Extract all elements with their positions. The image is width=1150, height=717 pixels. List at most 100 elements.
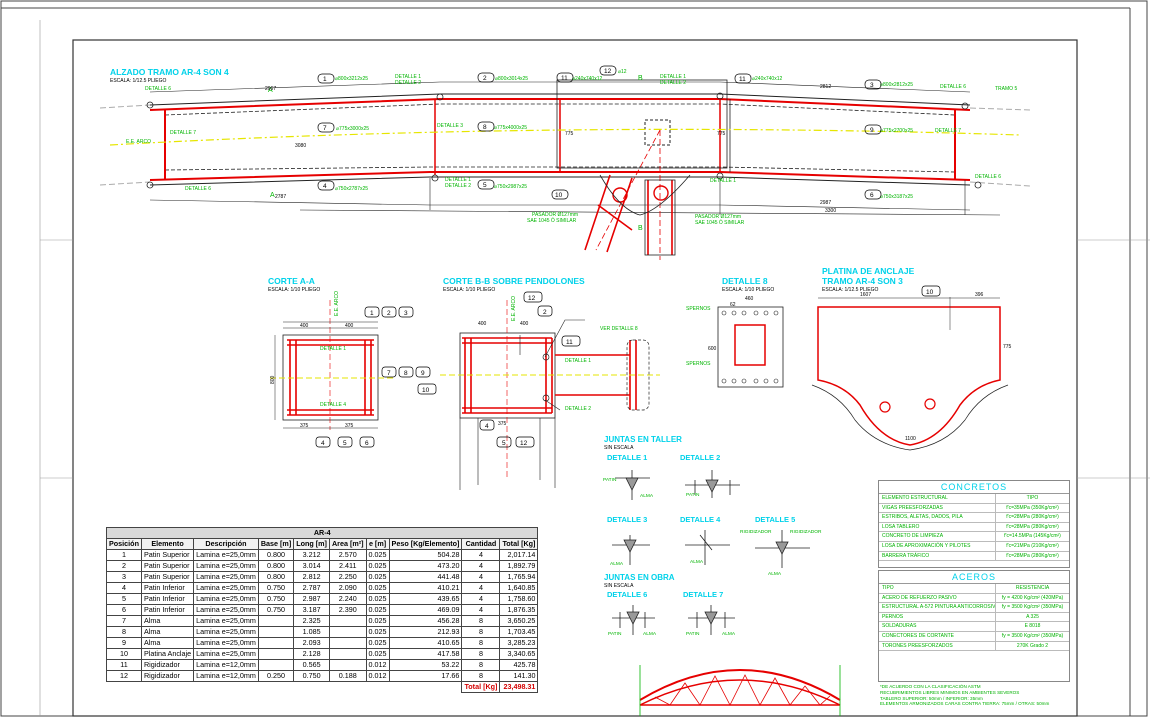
- svg-text:1100: 1100: [905, 436, 916, 442]
- cell-e: 0.025: [365, 604, 390, 616]
- cell-total: 2,017.14: [499, 549, 539, 561]
- concretos-value: TIPO: [1026, 495, 1039, 501]
- platina-hole-2: [924, 398, 936, 410]
- cell-area: [328, 637, 367, 649]
- cell-e: 0.025: [365, 648, 390, 660]
- center-stiffener: [556, 79, 728, 169]
- cell-elem: Patin Inferior: [140, 593, 195, 605]
- cell-peso: 212.93: [388, 626, 463, 638]
- header-descripcion: Descripción: [193, 538, 259, 550]
- cell-area: [328, 648, 367, 660]
- svg-text:10: 10: [422, 387, 430, 394]
- cell-long: 3.212: [293, 549, 330, 561]
- svg-text:9: 9: [870, 127, 874, 134]
- svg-text:775: 775: [1003, 344, 1012, 350]
- cell-total: 1,892.79: [499, 560, 539, 572]
- platina-callout: 10: [926, 289, 934, 296]
- cell-pos: 9: [106, 637, 142, 649]
- svg-text:1: 1: [323, 76, 327, 83]
- juntas-taller-title: JUNTAS EN TALLER: [604, 435, 682, 444]
- svg-text:6: 6: [365, 440, 369, 447]
- aceros-label: ESTRUCTURAL A-572 PINTURA ANTICORROSIVA …: [879, 603, 996, 612]
- cell-pos: 5: [106, 593, 142, 605]
- svg-text:1607: 1607: [860, 292, 871, 298]
- svg-text:400: 400: [520, 321, 529, 327]
- juntas-obra-sub: SIN ESCALA: [604, 583, 634, 589]
- svg-text:SAE 1045 Ó SIMILAR: SAE 1045 Ó SIMILAR: [527, 217, 577, 224]
- svg-text:RIGIDIZADOR: RIGIDIZADOR: [790, 529, 822, 535]
- bb-stiffener-right: [555, 340, 637, 410]
- cell-long: 1.085: [293, 626, 330, 638]
- cell-peso: 439.65: [388, 593, 463, 605]
- aceros-label: TIPO: [879, 584, 996, 593]
- svg-text:A: A: [270, 192, 275, 199]
- concretos-value: f'c=14.5MPa (145Kg/cm²): [1004, 533, 1061, 540]
- svg-text:2812: 2812: [820, 84, 831, 90]
- cell-long: 2.093: [293, 637, 330, 649]
- corte-aa-title: CORTE A-A: [268, 276, 315, 286]
- corte-bb-callouts: 12 2 11 5 12 4: [479, 291, 581, 448]
- svg-text:400: 400: [478, 321, 487, 327]
- svg-text:SPERNOS: SPERNOS: [686, 306, 711, 312]
- pendolones: [584, 129, 691, 260]
- svg-text:11: 11: [561, 75, 568, 82]
- weld-labels-taller: PATIN ALMA PATIN ALMA ALMA RIGIDIZADOR R…: [603, 477, 822, 577]
- juntas-detalle-3: DETALLE 3: [607, 515, 647, 524]
- svg-text:2787: 2787: [275, 194, 286, 200]
- juntas-detalle-2: DETALLE 2: [680, 453, 720, 462]
- platina-text: 1607 396 775 1100: [860, 292, 1012, 442]
- note-3: TABLERO SUPERIOR: 50mm / INFERIOR: 35mm: [880, 695, 983, 701]
- cell-pos: 12: [106, 670, 142, 682]
- cell-peso: 417.58: [388, 648, 463, 660]
- aceros-label: TORONES PREESFORZADOS: [879, 641, 996, 651]
- cell-desc: Lamina e=25,0mm: [193, 615, 259, 627]
- cell-total: 1,765.94: [499, 571, 539, 583]
- bb-circle-2: [542, 394, 550, 402]
- detalle-8-view: DETALLE 8 ESCALA: 1/10 PLIEGO 460 62 600…: [686, 276, 784, 388]
- header-area: Area [m²]: [328, 538, 367, 550]
- cell-elem: Alma: [140, 637, 195, 649]
- corte-bb-escala: ESCALA: 1/10 PLIEGO: [443, 287, 495, 293]
- svg-text:9: 9: [421, 370, 425, 377]
- concretos-label: LOSA DE APROXIMACIÓN Y PILOTES: [879, 541, 996, 551]
- svg-text:DETALLE 2: DETALLE 2: [565, 406, 591, 412]
- svg-text:775: 775: [717, 131, 726, 137]
- concretos-value: f'c=28MPa (280Kg/cm²): [1006, 523, 1059, 530]
- juntas-detalle-1: DETALLE 1: [607, 453, 647, 462]
- cell-peso: 53.22: [388, 659, 463, 671]
- svg-text:⌀775x2700x25: ⌀775x2700x25: [880, 128, 913, 134]
- svg-text:10: 10: [555, 192, 563, 199]
- cell-elem: Platina Anclaje: [140, 648, 195, 660]
- cell-long: 3.187: [293, 604, 330, 616]
- cell-cant: 8: [461, 659, 501, 671]
- svg-text:DETALLE 6: DETALLE 6: [185, 186, 211, 192]
- juntas-obra-view: JUNTAS EN OBRA SIN ESCALA DETALLE 6 DETA…: [604, 573, 736, 637]
- juntas-detalle-4: DETALLE 4: [680, 515, 721, 524]
- cell-base: 0.750: [257, 593, 295, 605]
- svg-text:2967: 2967: [265, 86, 276, 92]
- juntas-taller-view: JUNTAS EN TALLER SIN ESCALA DETALLE 1 DE…: [603, 435, 822, 577]
- svg-text:⌀775x4000x25: ⌀775x4000x25: [494, 125, 527, 131]
- aceros-value: RESISTENCIA: [1015, 585, 1050, 591]
- detalle-8-title: DETALLE 8: [722, 276, 768, 286]
- cell-elem: Patin Inferior: [140, 582, 195, 594]
- cell-long: 2.987: [293, 593, 330, 605]
- pendolon-right: [647, 180, 673, 255]
- svg-text:2: 2: [543, 309, 547, 316]
- total-label: Total [Kg]: [461, 681, 501, 693]
- header-elemento: Elemento: [140, 538, 195, 550]
- cell-elem: Alma: [140, 626, 195, 638]
- pendolon-right-box: [644, 179, 676, 256]
- cell-base: 0.800: [257, 549, 295, 561]
- header-e: e [m]: [365, 538, 390, 550]
- top-flange-inner: [164, 103, 956, 116]
- svg-text:TRAMO 5: TRAMO 5: [995, 86, 1017, 92]
- svg-text:3080: 3080: [295, 143, 306, 149]
